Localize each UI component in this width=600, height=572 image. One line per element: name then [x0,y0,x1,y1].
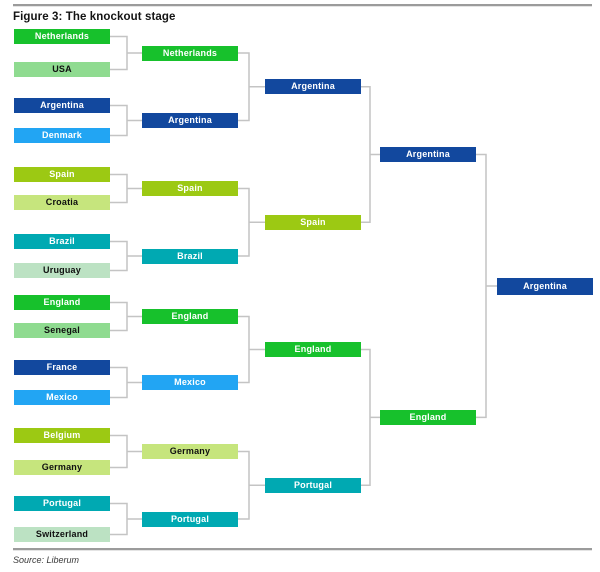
source-note: Source: Liberum [13,555,80,565]
bottom-rule [13,548,592,551]
box-r16-mexico: Mexico [14,390,110,405]
box-qf-netherlands: Netherlands [142,45,238,61]
box-r16-brazil: Brazil [14,234,110,249]
box-r16-croatia: Croatia [14,195,110,210]
box-r16-germany: Germany [14,460,110,475]
box-qf-portugal: Portugal [142,511,238,527]
box-r16-netherlands: Netherlands [14,29,110,44]
box-r16-belgium: Belgium [14,428,110,443]
box-r16-argentina: Argentina [14,98,110,113]
box-r16-switzerland: Switzerland [14,527,110,542]
box-r16-denmark: Denmark [14,128,110,143]
box-r16-uruguay: Uruguay [14,263,110,278]
connectors-semi-finals [361,86,380,486]
box-sf-england: England [265,342,361,357]
box-r16-spain: Spain [14,167,110,182]
box-final-england: England [380,410,476,425]
connectors-quarter-finals [238,52,265,520]
connectors-final [476,153,497,419]
box-r16-portugal: Portugal [14,496,110,511]
connectors-round-of-16 [110,35,142,536]
box-r16-usa: USA [14,62,110,77]
box-r16-france: France [14,360,110,375]
box-winner-argentina: Argentina [497,277,593,295]
box-sf-spain: Spain [265,214,361,230]
box-r16-senegal: Senegal [14,323,110,338]
box-final-argentina: Argentina [380,147,476,162]
box-qf-spain: Spain [142,181,238,196]
box-qf-germany: Germany [142,444,238,459]
box-qf-england: England [142,309,238,324]
box-sf-portugal: Portugal [265,477,361,493]
box-sf-argentina: Argentina [265,79,361,95]
figure-title: Figure 3: The knockout stage [13,11,176,23]
box-qf-mexico: Mexico [142,375,238,390]
box-r16-england: England [14,295,110,310]
top-rule [13,4,592,7]
box-qf-brazil: Brazil [142,248,238,264]
box-qf-argentina: Argentina [142,113,238,128]
